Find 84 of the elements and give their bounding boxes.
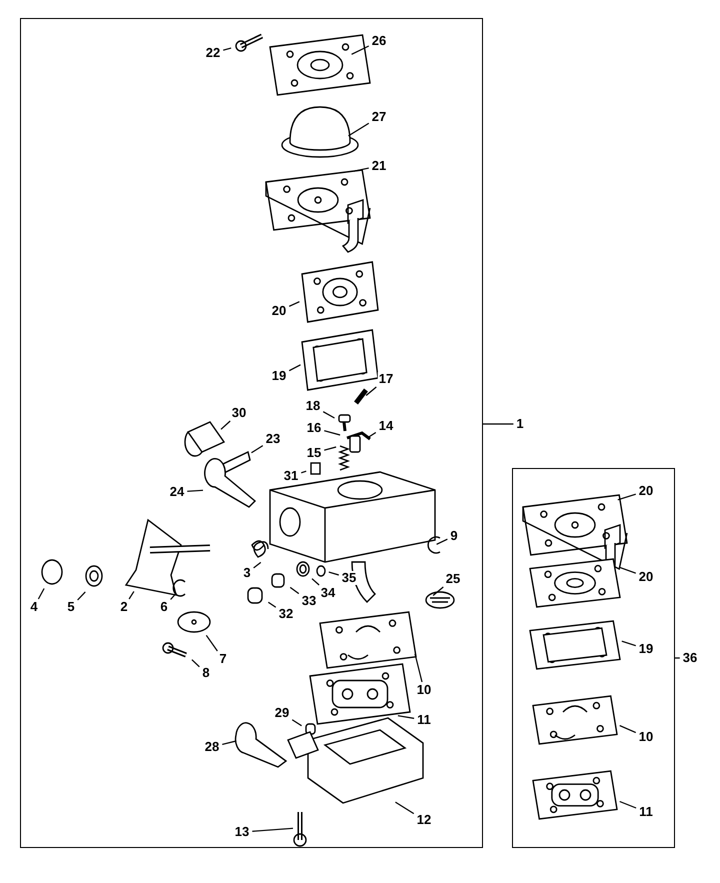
callout-number: 27	[370, 110, 388, 124]
leader-line	[191, 659, 200, 668]
leader-line	[619, 800, 636, 809]
leader-line	[292, 719, 302, 726]
frame-border	[20, 18, 483, 848]
callout-number: 13	[234, 825, 250, 839]
leader-line	[619, 725, 636, 734]
callout-number: 18	[304, 399, 322, 413]
callout-number: 7	[218, 652, 228, 666]
leader-line	[398, 715, 414, 719]
leader-line	[414, 654, 423, 682]
leader-line	[187, 490, 204, 492]
callout-number: 36	[682, 651, 698, 665]
leader-line	[354, 168, 369, 172]
callout-number: 11	[638, 805, 654, 819]
leader-line	[38, 588, 45, 600]
callout-number: 15	[306, 446, 322, 460]
leader-line	[395, 802, 414, 814]
callout-number: 26	[370, 34, 388, 48]
leader-line	[328, 572, 339, 576]
callout-number: 25	[444, 572, 462, 586]
callout-number: 19	[638, 642, 654, 656]
leader-line	[251, 445, 264, 454]
callout-number: 30	[230, 406, 248, 420]
callout-number: 33	[300, 594, 318, 608]
callout-number: 23	[264, 432, 282, 446]
callout-number: 5	[66, 600, 76, 614]
leader-line	[220, 420, 231, 430]
leader-line	[128, 591, 134, 600]
leader-line	[77, 591, 86, 600]
leader-line	[351, 45, 370, 55]
leader-line	[348, 122, 370, 136]
leader-line	[436, 538, 448, 545]
leader-line	[223, 48, 232, 51]
leader-line	[290, 586, 300, 594]
leader-line	[675, 657, 680, 659]
leader-line	[324, 446, 336, 451]
callout-number: 14	[378, 419, 394, 433]
callout-number: 8	[201, 666, 211, 680]
leader-line	[483, 423, 514, 425]
callout-number: 9	[449, 529, 459, 543]
leader-line	[170, 592, 177, 600]
leader-line	[288, 364, 301, 372]
leader-line	[432, 586, 444, 596]
leader-line	[301, 470, 306, 474]
callout-number: 31	[282, 469, 300, 483]
callout-number: 16	[306, 421, 322, 435]
leader-line	[367, 432, 376, 438]
callout-number: 32	[278, 607, 294, 621]
callout-number: 1	[515, 417, 525, 431]
callout-number: 24	[168, 485, 186, 499]
leader-line	[620, 566, 636, 574]
callout-number: 10	[416, 683, 432, 697]
frame-border	[512, 468, 675, 848]
callout-number: 3	[242, 566, 252, 580]
callout-number: 12	[416, 813, 432, 827]
callout-number: 29	[274, 706, 290, 720]
callout-number: 2	[119, 600, 129, 614]
callout-number: 20	[270, 304, 288, 318]
callout-number: 21	[370, 159, 388, 173]
callout-number: 6	[159, 600, 169, 614]
callout-number: 19	[270, 369, 288, 383]
callout-number: 35	[340, 571, 358, 585]
leader-line	[366, 386, 377, 396]
leader-line	[288, 301, 300, 307]
callout-number: 28	[204, 740, 220, 754]
leader-line	[324, 430, 340, 436]
leader-line	[268, 602, 276, 608]
callout-number: 20	[638, 484, 654, 498]
callout-number: 4	[29, 600, 39, 614]
callout-number: 17	[378, 372, 394, 386]
leader-line	[222, 740, 236, 745]
callout-number: 10	[638, 730, 654, 744]
leader-line	[618, 494, 636, 500]
callout-number: 34	[320, 586, 336, 600]
leader-line	[206, 634, 218, 652]
callout-number: 22	[204, 46, 222, 60]
leader-line	[253, 562, 262, 568]
callout-number: 20	[638, 570, 654, 584]
callout-number: 11	[416, 713, 432, 727]
leader-line	[322, 411, 335, 419]
leader-line	[312, 578, 320, 586]
leader-line	[252, 828, 294, 832]
leader-line	[622, 640, 636, 646]
